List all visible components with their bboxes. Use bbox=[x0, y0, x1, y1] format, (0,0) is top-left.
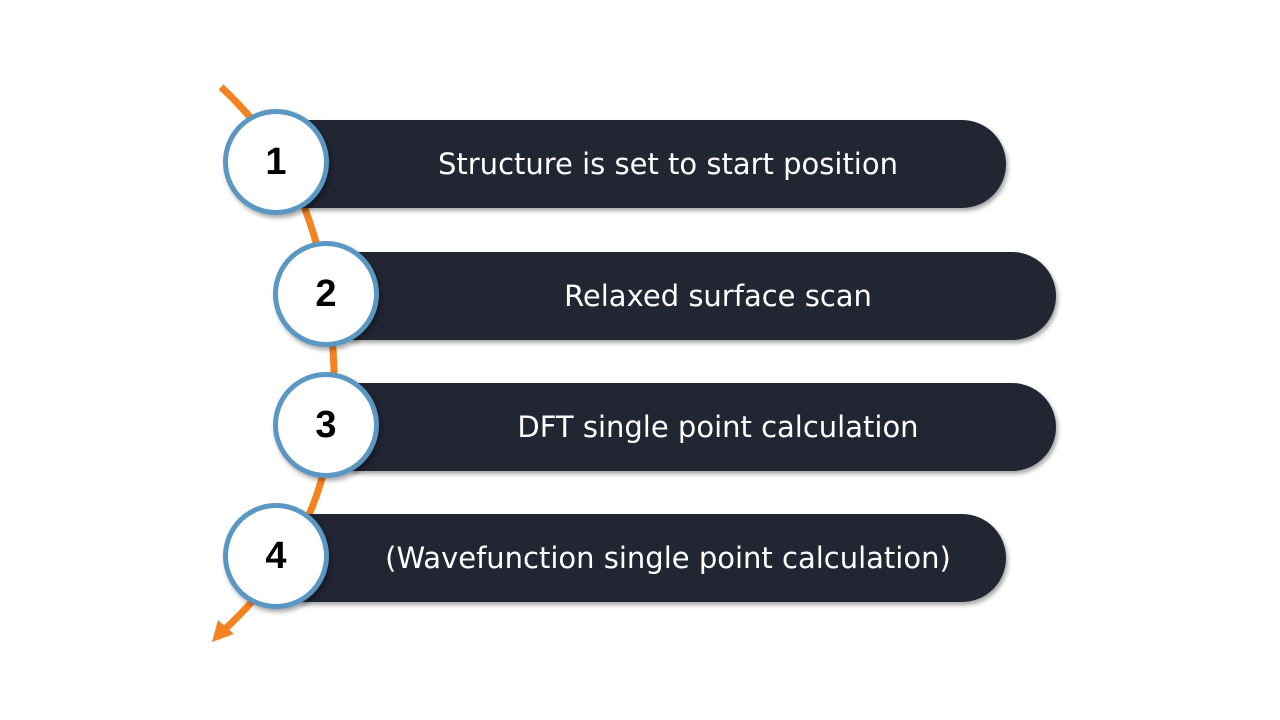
step-3-bar: DFT single point calculation bbox=[350, 383, 1056, 471]
step-4-bar: (Wavefunction single point calculation) bbox=[300, 514, 1006, 602]
step-4-number: 4 bbox=[265, 534, 287, 577]
step-2-number: 2 bbox=[315, 272, 337, 315]
step-4-label: (Wavefunction single point calculation) bbox=[385, 541, 951, 575]
step-2-bar: Relaxed surface scan bbox=[350, 252, 1056, 340]
step-3-label: DFT single point calculation bbox=[517, 410, 919, 444]
arrowhead-icon bbox=[212, 620, 234, 642]
step-1-circle: 1 bbox=[223, 109, 329, 215]
step-3-number: 3 bbox=[315, 403, 337, 446]
step-2-circle: 2 bbox=[273, 241, 379, 347]
step-2-label: Relaxed surface scan bbox=[564, 279, 872, 313]
step-1-number: 1 bbox=[265, 140, 287, 183]
step-4-circle: 4 bbox=[223, 503, 329, 609]
step-1-label: Structure is set to start position bbox=[437, 147, 898, 181]
step-1-bar: Structure is set to start position bbox=[300, 120, 1006, 208]
step-3-circle: 3 bbox=[273, 372, 379, 478]
